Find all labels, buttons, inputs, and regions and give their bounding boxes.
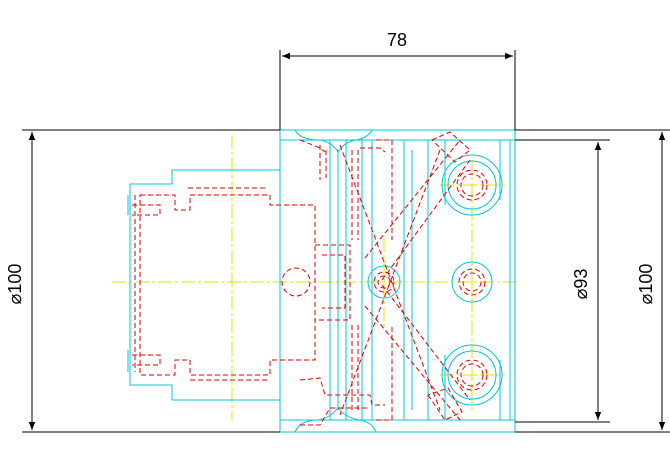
- dimension-lines: [22, 50, 670, 433]
- dim-left-diameter: ⌀100: [5, 264, 25, 305]
- dim-right-inner-diameter: ⌀93: [571, 269, 591, 300]
- body-outline: [127, 129, 516, 433]
- dim-top-width: 78: [387, 30, 407, 50]
- hidden-lines: [132, 131, 488, 426]
- centerlines: [112, 135, 520, 420]
- dim-right-outer-diameter: ⌀100: [636, 264, 656, 305]
